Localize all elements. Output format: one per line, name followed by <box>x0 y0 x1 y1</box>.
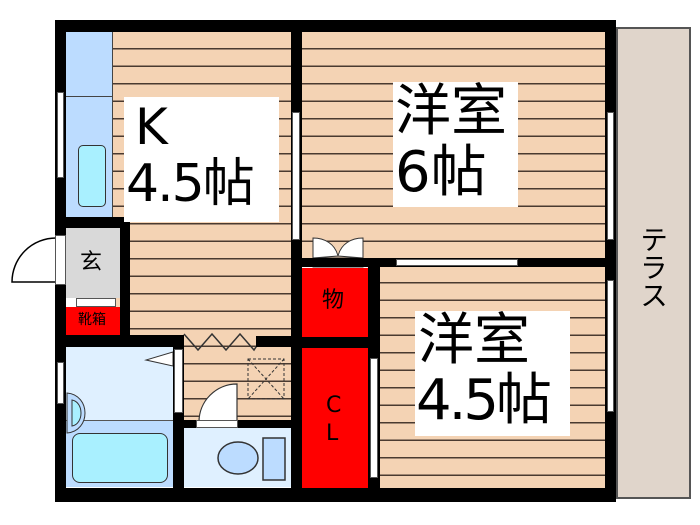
shoe-box <box>66 307 120 335</box>
storage <box>302 268 368 338</box>
wall-kitchen-room1 <box>291 20 302 490</box>
window-room2-right <box>607 280 614 412</box>
washbasin-icon <box>66 392 86 434</box>
closet <box>302 348 368 490</box>
shoe-box-door <box>76 298 116 307</box>
wall-entrance-right <box>120 217 130 347</box>
room2-size: 4.5帖 <box>416 368 552 433</box>
room1-label-box <box>393 82 518 207</box>
kitchen-name: K <box>135 98 168 156</box>
front-door-opening <box>55 235 66 285</box>
front-door-icon <box>11 237 57 283</box>
entrance-label: 玄 <box>80 250 103 275</box>
counter-divider <box>66 96 113 97</box>
shoe-box-label: 靴箱 <box>78 312 106 328</box>
ceiling-hatch-icon <box>247 358 285 400</box>
window-kitchen <box>57 92 64 178</box>
room2-label-box <box>415 311 570 436</box>
storage-label: 物 <box>322 288 345 313</box>
wall-bottom <box>55 488 616 502</box>
folding-door-icon <box>183 332 259 352</box>
closet-label-c: C <box>326 393 342 418</box>
wall-bath-top <box>55 335 183 347</box>
window-room1-right <box>607 112 614 240</box>
window-room1-room2 <box>396 259 518 266</box>
window-bath <box>57 362 64 404</box>
wall-right <box>605 20 616 502</box>
bath-door-opening <box>174 349 183 413</box>
kitchen-label-box <box>124 97 279 222</box>
terrace-label: テラス <box>636 225 669 309</box>
wall-hall-top <box>256 336 296 347</box>
bathtub-icon <box>72 433 168 483</box>
wall-top <box>55 20 616 32</box>
terrace-area <box>616 27 691 499</box>
room1-name: 洋室 <box>395 79 507 144</box>
entrance-area <box>66 228 126 298</box>
wall-entrance-top <box>55 217 125 228</box>
toilet-icon <box>217 437 286 481</box>
kitchen-size: 4.5帖 <box>126 154 255 214</box>
wall-storage-closet <box>302 337 372 348</box>
room2-name: 洋室 <box>418 308 530 373</box>
sink-icon <box>78 145 106 207</box>
window-closet-room2 <box>370 358 378 478</box>
toilet-door-opening <box>196 420 238 428</box>
window-kitchen-room1 <box>292 112 300 240</box>
room1-size: 6帖 <box>395 140 487 205</box>
closet-label-l: L <box>326 421 339 446</box>
bath-door-icon <box>144 351 173 367</box>
